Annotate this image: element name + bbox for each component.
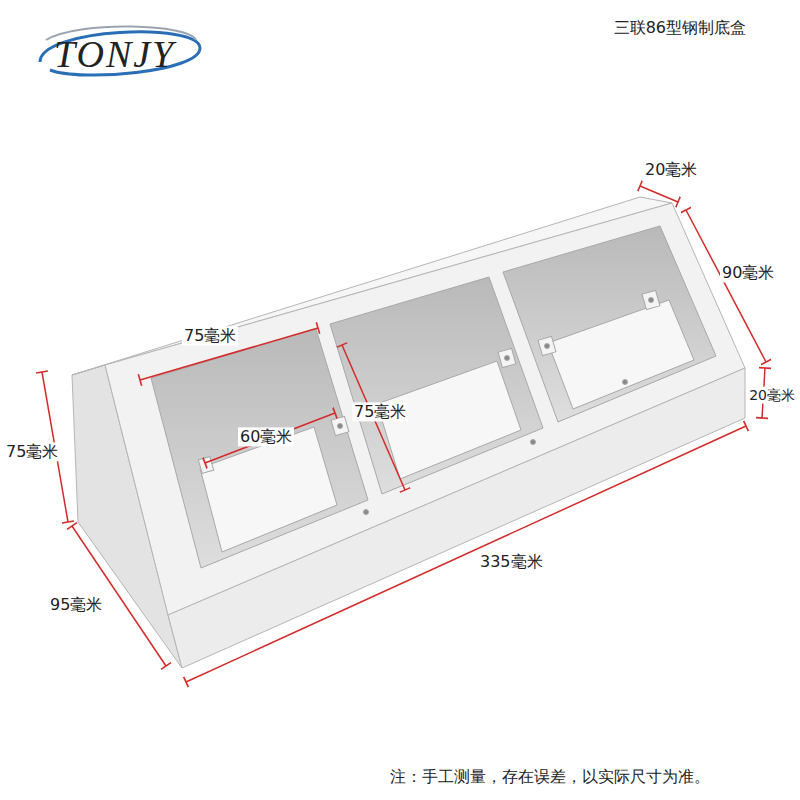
dimension-label: 20毫米: [747, 387, 797, 404]
bottom-cutout: [200, 427, 337, 552]
opening: [503, 226, 716, 422]
dimension-line: [640, 186, 678, 202]
openings: [151, 226, 716, 568]
dimension-line: [186, 426, 746, 682]
dimension-label: 95毫米: [48, 595, 104, 614]
box-body: [72, 197, 745, 668]
dimension-line: [205, 413, 335, 463]
mounting-tabs: [198, 290, 660, 514]
dimension-label: 75毫米: [182, 326, 238, 345]
opening: [330, 277, 543, 494]
dimension-label: 90毫米: [720, 263, 776, 282]
note-text: 注：手工测量，存在误差，以实际尺寸为准。: [388, 767, 712, 786]
bottom-cutout: [548, 300, 694, 409]
dimension-label: 75毫米: [4, 442, 60, 461]
dimension-label: 20毫米: [643, 160, 699, 179]
dimension-label: 75毫米: [352, 402, 408, 421]
dimension-label: 60毫米: [238, 427, 294, 446]
brand-logo: TONJY: [52, 32, 177, 78]
opening: [151, 329, 368, 568]
dimension-label: 335毫米: [478, 552, 545, 571]
product-title: 三联86型钢制底盒: [612, 18, 748, 37]
dimension-lines: [42, 186, 766, 682]
dimension-line: [686, 210, 766, 362]
